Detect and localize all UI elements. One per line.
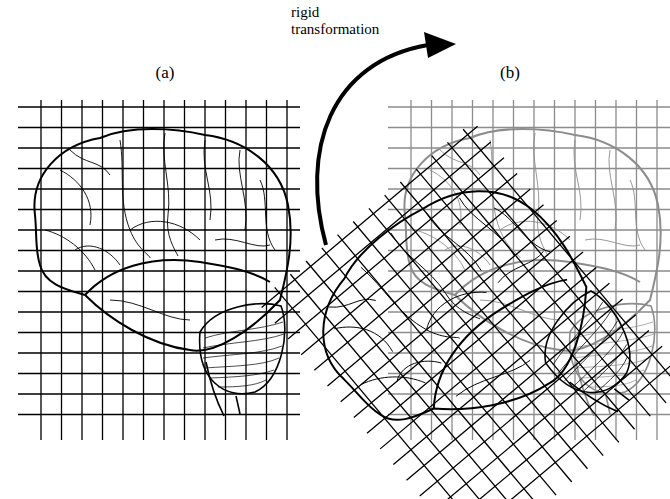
panel-label: (a) <box>156 64 175 83</box>
transformation-label: rigid transformation <box>291 4 391 37</box>
rotation-arrow <box>317 45 428 245</box>
arrow-head <box>424 32 456 58</box>
panel-label: (b) <box>500 64 520 83</box>
